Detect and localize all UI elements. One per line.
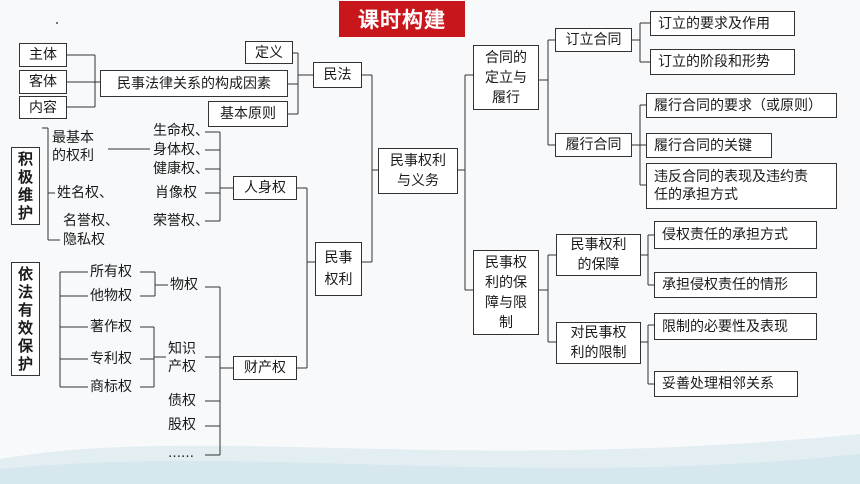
ellipsis: …… — [168, 446, 194, 461]
life-right: 生命权、 — [153, 123, 209, 139]
factors-box: 民事法律关系的构成因素 — [100, 70, 288, 97]
limit-rights-box: 对民事权 利的限制 — [556, 322, 641, 364]
copyright: 著作权 — [90, 319, 132, 335]
civil-law-box: 民法 — [313, 62, 362, 88]
tort-case-box: 承担侵权责任的情形 — [654, 272, 817, 298]
reputation-right: 名誉权、 — [63, 213, 119, 229]
background-wave — [0, 434, 860, 484]
privacy-right: 隐私权 — [63, 232, 105, 248]
active-title: 积极维护 — [11, 147, 40, 225]
name-right: 姓名权、 — [57, 185, 113, 201]
tort-method-box: 侵权责任的承担方式 — [654, 221, 817, 249]
trademark-right: 商标权 — [90, 379, 132, 395]
guarantee-box: 民事权 利的保 障与限 制 — [473, 250, 539, 335]
definition-box: 定义 — [245, 41, 293, 64]
other-property-right: 他物权 — [90, 288, 132, 304]
subject-box: 主体 — [19, 43, 67, 67]
dot-mark — [56, 22, 58, 24]
perform-req-box: 履行合同的要求（或原则） — [646, 93, 837, 118]
rights-duties-box: 民事权利 与义务 — [378, 148, 458, 194]
neighbor-box: 妥善处理相邻关系 — [654, 371, 798, 397]
breach-box: 违反合同的表现及违约责 任的承担方式 — [646, 163, 837, 209]
patent-right: 专利权 — [90, 351, 132, 367]
conclude-stage-box: 订立的阶段和形势 — [650, 49, 795, 75]
page-title: 课时构建 — [339, 1, 465, 37]
content-box: 内容 — [19, 96, 67, 119]
honor-right: 荣誉权、 — [153, 213, 209, 229]
real-right: 物权 — [170, 277, 198, 293]
limit-necessity-box: 限制的必要性及表现 — [654, 313, 817, 340]
ip-right: 知识 产权 — [168, 341, 196, 375]
portrait-right: 肖像权 — [155, 185, 197, 201]
principles-box: 基本原则 — [208, 101, 288, 127]
conclude-req-box: 订立的要求及作用 — [650, 11, 795, 36]
contract-box: 合同的 定立与 履行 — [473, 45, 539, 110]
basic-rights-label: 最基本 的权利 — [52, 130, 94, 164]
object-box: 客体 — [19, 70, 67, 94]
equity-right: 股权 — [168, 417, 196, 433]
body-right: 身体权、 — [153, 142, 209, 158]
debt-right: 债权 — [168, 393, 196, 409]
health-right: 健康权、 — [153, 161, 209, 177]
ownership: 所有权 — [90, 264, 132, 280]
guarantee-rights-box: 民事权利 的保障 — [556, 234, 641, 276]
protect-title: 依法有效保护 — [11, 262, 40, 376]
conclude-contract-box: 订立合同 — [555, 28, 632, 52]
personal-rights-box: 人身权 — [233, 176, 297, 200]
civil-rights-box: 民事 权利 — [315, 242, 362, 296]
property-rights-box: 财产权 — [233, 356, 297, 380]
perform-contract-box: 履行合同 — [555, 133, 632, 157]
perform-key-box: 履行合同的关键 — [646, 133, 772, 158]
